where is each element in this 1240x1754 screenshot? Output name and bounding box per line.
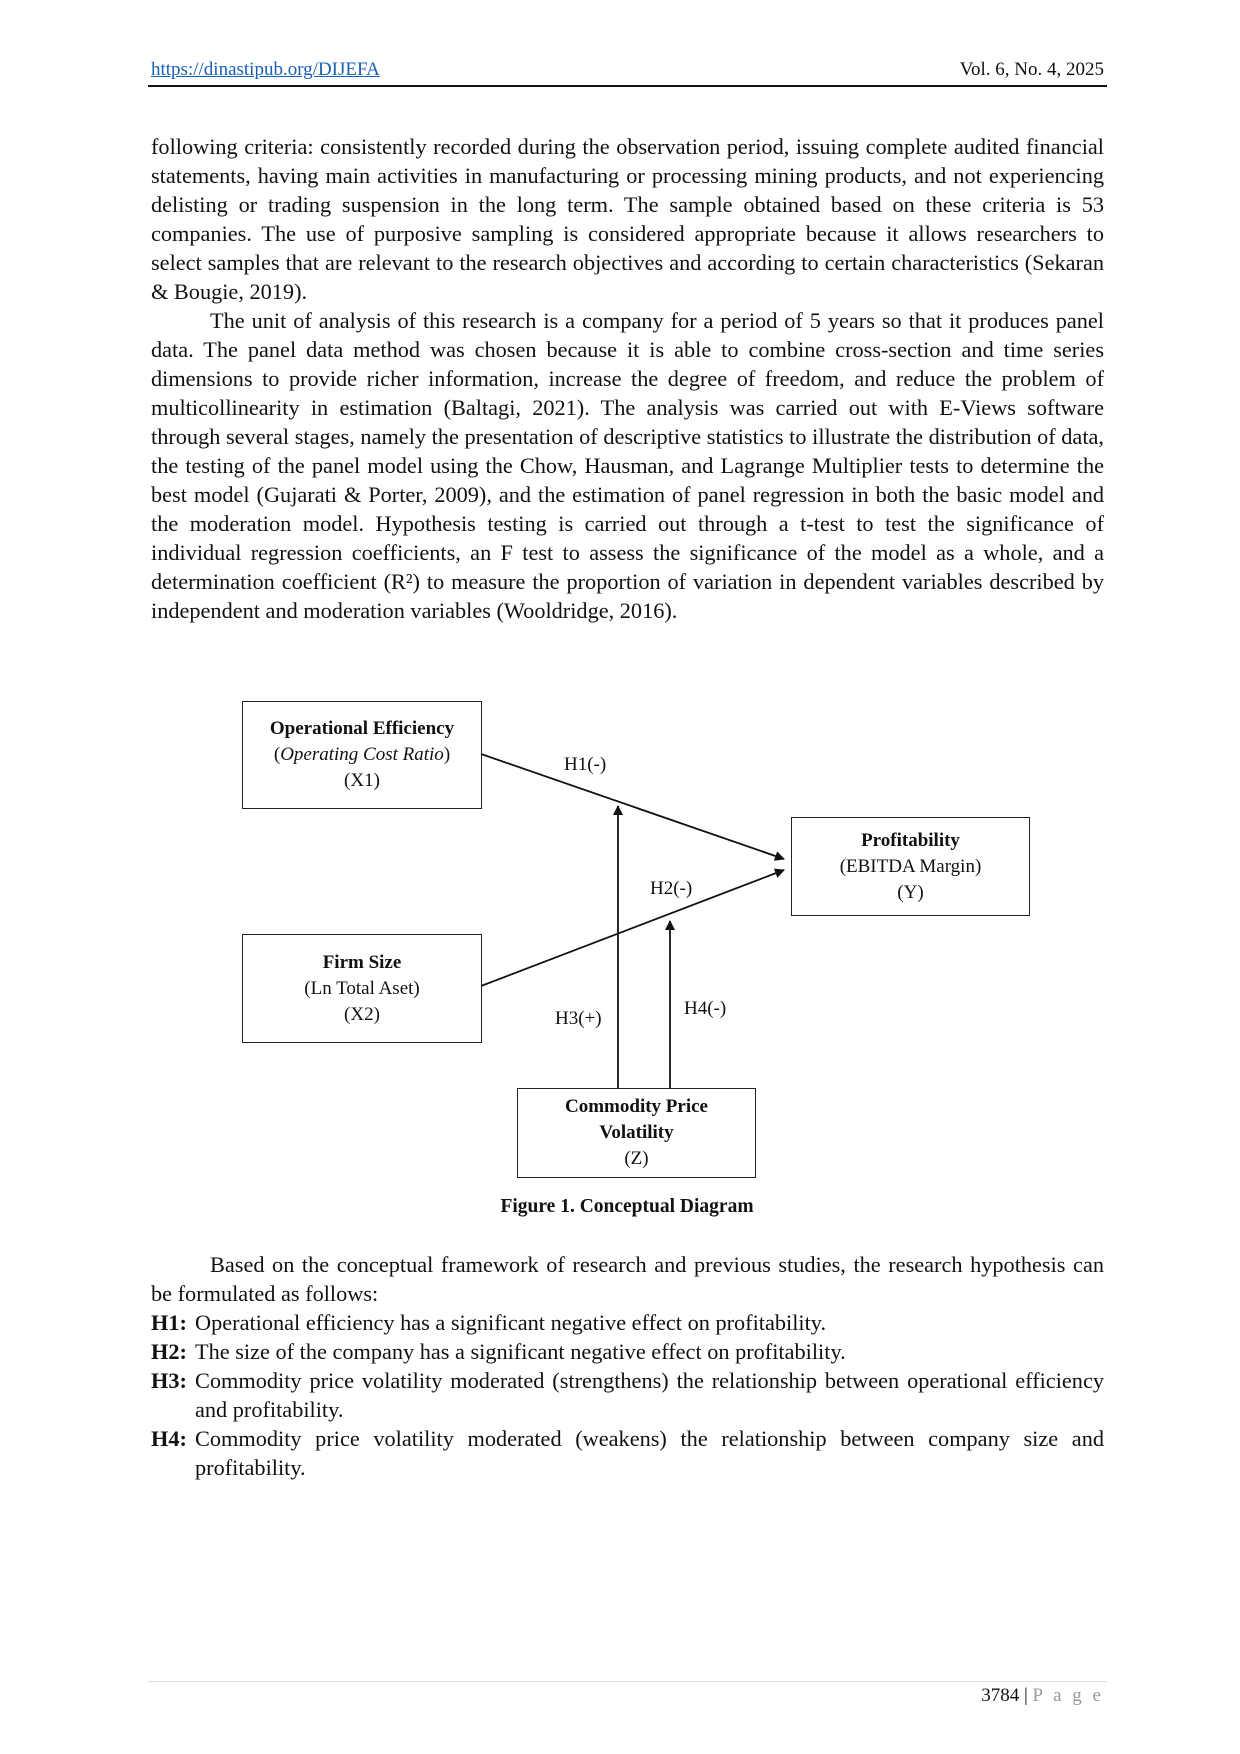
hypothesis-key: H4: xyxy=(151,1426,187,1451)
hypothesis-h3: H3: Commodity price volatility moderated… xyxy=(151,1366,1104,1424)
page-footer: 3784 | P a g e xyxy=(981,1685,1104,1707)
paragraph-2: The unit of analysis of this research is… xyxy=(151,308,1104,623)
x2-code: (X2) xyxy=(344,1003,380,1025)
hypothesis-h4: H4: Commodity price volatility moderated… xyxy=(151,1424,1104,1482)
header-divider xyxy=(148,85,1107,87)
page-separator: | xyxy=(1023,1685,1028,1706)
label-h1: H1(-) xyxy=(564,754,607,775)
box-profitability: Profitability (EBITDA Margin) (Y) xyxy=(791,817,1030,916)
page-label: P a g e xyxy=(1032,1685,1104,1706)
label-h2: H2(-) xyxy=(650,878,693,899)
x1-sub: (Operating Cost Ratio) xyxy=(273,744,451,765)
hypothesis-key: H1: xyxy=(151,1310,187,1335)
box-operational-efficiency: Operational Efficiency (Operating Cost R… xyxy=(242,701,482,809)
footer-divider xyxy=(148,1681,1107,1682)
label-h3: H3(+) xyxy=(555,1008,602,1029)
y-code: (Y) xyxy=(897,881,924,903)
hypothesis-key: H3: xyxy=(151,1368,187,1393)
page-number: 3784 xyxy=(981,1685,1020,1706)
label-h4: H4(-) xyxy=(684,998,727,1019)
z-code: (Z) xyxy=(624,1148,649,1169)
y-sub: (EBITDA Margin) xyxy=(839,855,982,877)
arrow-h1 xyxy=(480,753,785,861)
hypothesis-text: Commodity price volatility moderated (we… xyxy=(195,1426,1104,1480)
arrow-h2 xyxy=(480,868,785,987)
journal-link[interactable]: https://dinastipub.org/DIJEFA xyxy=(151,59,380,80)
x2-title: Firm Size xyxy=(322,951,402,973)
y-title: Profitability xyxy=(861,829,960,851)
box-firm-size: Firm Size (Ln Total Aset) (X2) xyxy=(242,934,482,1043)
hypothesis-h2: H2: The size of the company has a signif… xyxy=(151,1337,1104,1366)
hypothesis-key: H2: xyxy=(151,1339,187,1364)
figure-caption: Figure 1. Conceptual Diagram xyxy=(500,1196,754,1217)
x1-title: Operational Efficiency xyxy=(269,718,455,739)
x2-sub: (Ln Total Aset) xyxy=(304,977,420,999)
hypothesis-h1: H1: Operational efficiency has a signifi… xyxy=(151,1308,1104,1337)
box-commodity-price-volatility: Commodity Price Volatility (Z) xyxy=(517,1088,756,1178)
paragraph-1: following criteria: consistently recorde… xyxy=(151,134,1104,304)
hypothesis-text: Commodity price volatility moderated (st… xyxy=(195,1368,1104,1422)
paragraph-3: Based on the conceptual framework of res… xyxy=(151,1252,1104,1306)
volume-info: Vol. 6, No. 4, 2025 xyxy=(959,59,1104,80)
z-title-1: Commodity Price xyxy=(565,1096,708,1117)
hypothesis-text: Operational efficiency has a significant… xyxy=(195,1310,827,1335)
x1-code: (X1) xyxy=(344,770,380,791)
hypothesis-text: The size of the company has a significan… xyxy=(195,1339,846,1364)
z-title-2: Volatility xyxy=(599,1122,674,1143)
